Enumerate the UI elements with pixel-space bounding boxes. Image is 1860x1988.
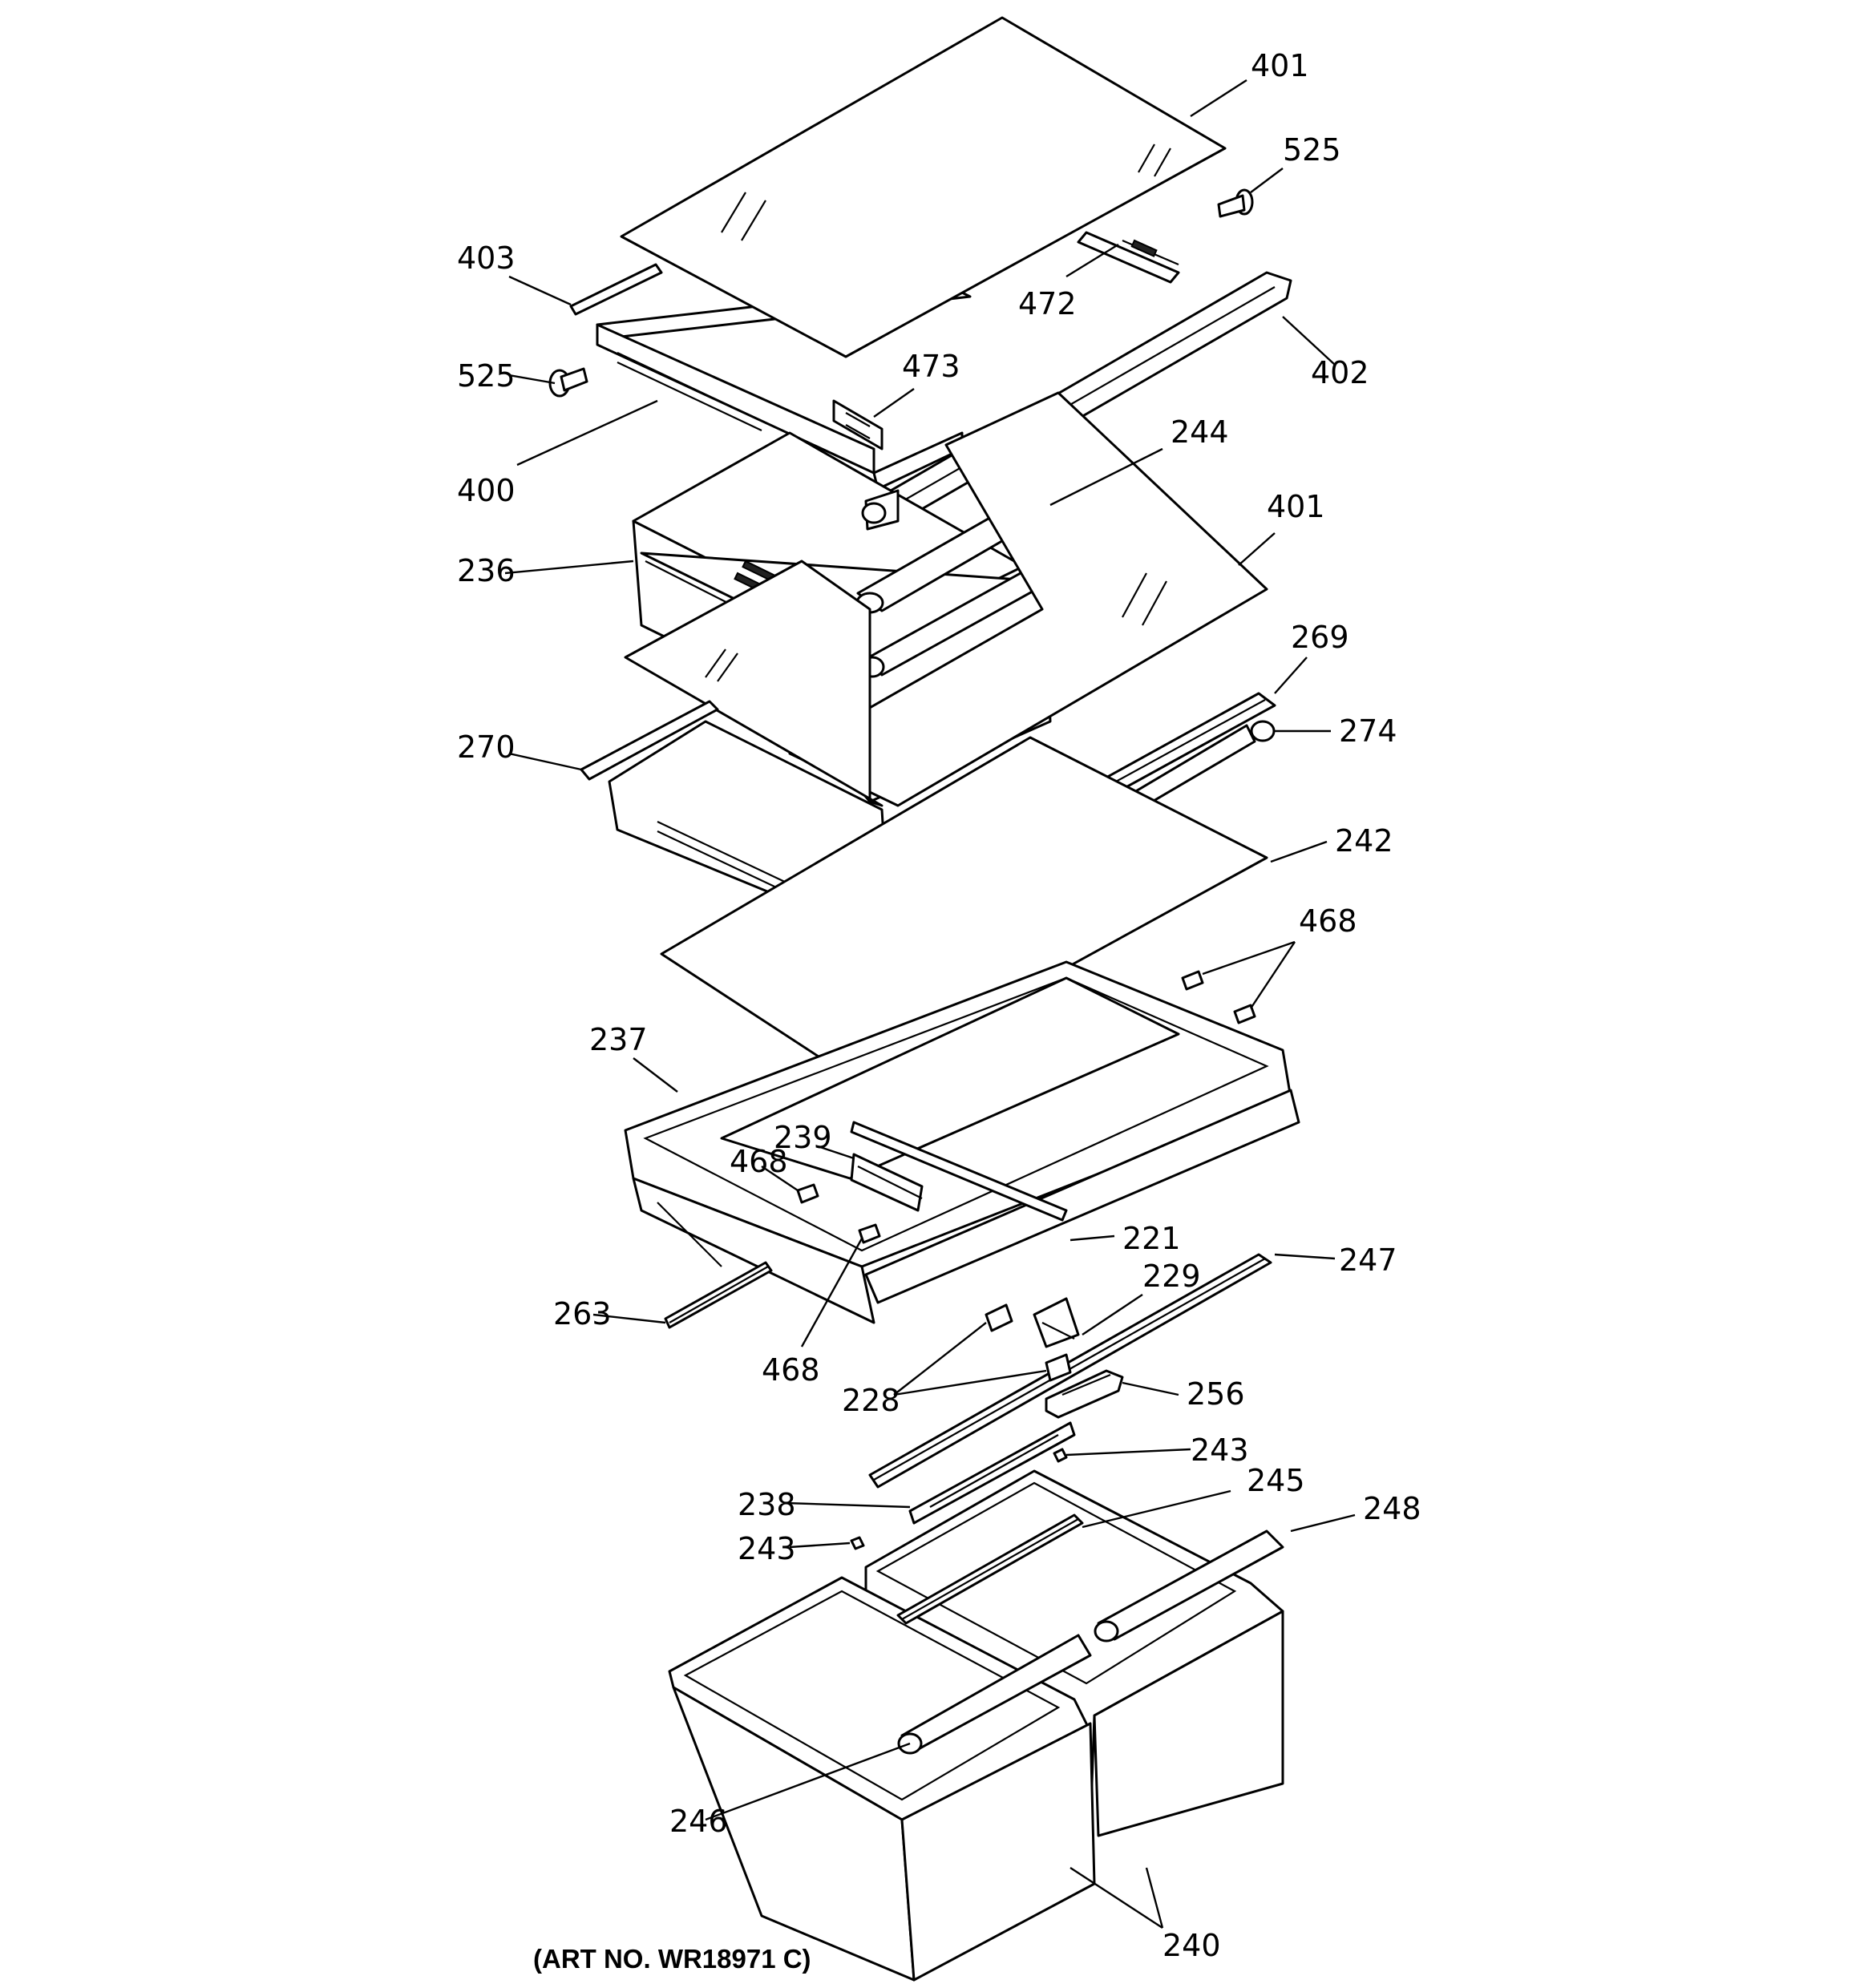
upper-rail-trim-front [861,489,900,531]
label-242: 242 [1335,823,1393,859]
drawer-handle-248 [1094,1529,1284,1643]
divider-245 [896,1513,1084,1625]
label-237: 237 [589,1022,648,1057]
label-274: 274 [1339,713,1397,749]
rail-263 [664,1261,773,1329]
label-468-upper: 468 [1299,903,1357,939]
leader-lines [504,79,1356,1929]
label-468-lower: 468 [762,1352,820,1388]
side-rail-270 [580,700,719,781]
label-402: 402 [1311,355,1369,390]
clip-468-upper-1 [1181,970,1204,991]
label-525-left: 525 [457,358,516,394]
slide-guide-228-b [1045,1353,1072,1382]
label-472: 472 [1018,286,1077,321]
label-403: 403 [457,240,516,276]
label-228: 228 [842,1383,900,1418]
label-246: 246 [669,1804,728,1839]
label-401-top: 401 [1251,48,1309,83]
gasket-243-lower [850,1536,865,1550]
label-468-middle: 468 [730,1144,788,1179]
drawer-cover-glass [624,560,884,807]
divider-rail-221 [850,1121,1068,1222]
label-238: 238 [738,1487,796,1522]
label-473: 473 [902,349,960,384]
label-243-lower: 243 [738,1531,796,1566]
label-263: 263 [553,1296,612,1331]
top-rear-rail-472 [1077,231,1180,284]
lever-229 [1033,1297,1080,1348]
clip-468-lower-1 [796,1183,819,1204]
clip-468-upper-2 [1233,1004,1256,1024]
label-248: 248 [1363,1491,1421,1526]
label-243-upper: 243 [1191,1432,1249,1468]
art-number: (ART NO. WR18971 C) [533,1944,811,1974]
clip-468-lower-2 [858,1223,881,1244]
callout-labels: 401 525 403 472 402 525 473 400 244 401 … [457,48,1421,1963]
rail-end-cap-274 [1250,720,1276,742]
top-bracket-473 [832,399,884,451]
top-side-rail-403 [569,263,663,316]
gasket-243-upper [1053,1448,1068,1463]
top-glass-shelf-401 [620,16,1227,358]
label-244: 244 [1171,414,1229,450]
label-269: 269 [1291,620,1349,655]
cover-glass-panel [720,976,1180,1180]
label-270: 270 [457,729,516,765]
label-247: 247 [1339,1242,1397,1278]
screw-525-right [1217,188,1254,218]
bracket-239 [850,1153,924,1212]
label-256: 256 [1187,1376,1245,1412]
label-401-second: 401 [1267,489,1325,524]
label-229: 229 [1142,1259,1201,1294]
screw-525-left [548,367,588,398]
label-240: 240 [1162,1928,1221,1963]
vent-plate-238 [908,1421,1076,1525]
label-236: 236 [457,553,516,588]
slide-guide-228-a [985,1303,1013,1332]
drawer-handle-246 [897,1634,1092,1755]
glass-panel-242 [660,736,1268,1084]
label-221: 221 [1122,1221,1181,1256]
control-knob-256 [1045,1369,1124,1419]
label-239: 239 [774,1120,832,1155]
label-400: 400 [457,473,516,508]
second-glass-shelf-401 [788,391,1268,807]
label-525-right: 525 [1283,132,1341,168]
label-245: 245 [1247,1463,1305,1498]
